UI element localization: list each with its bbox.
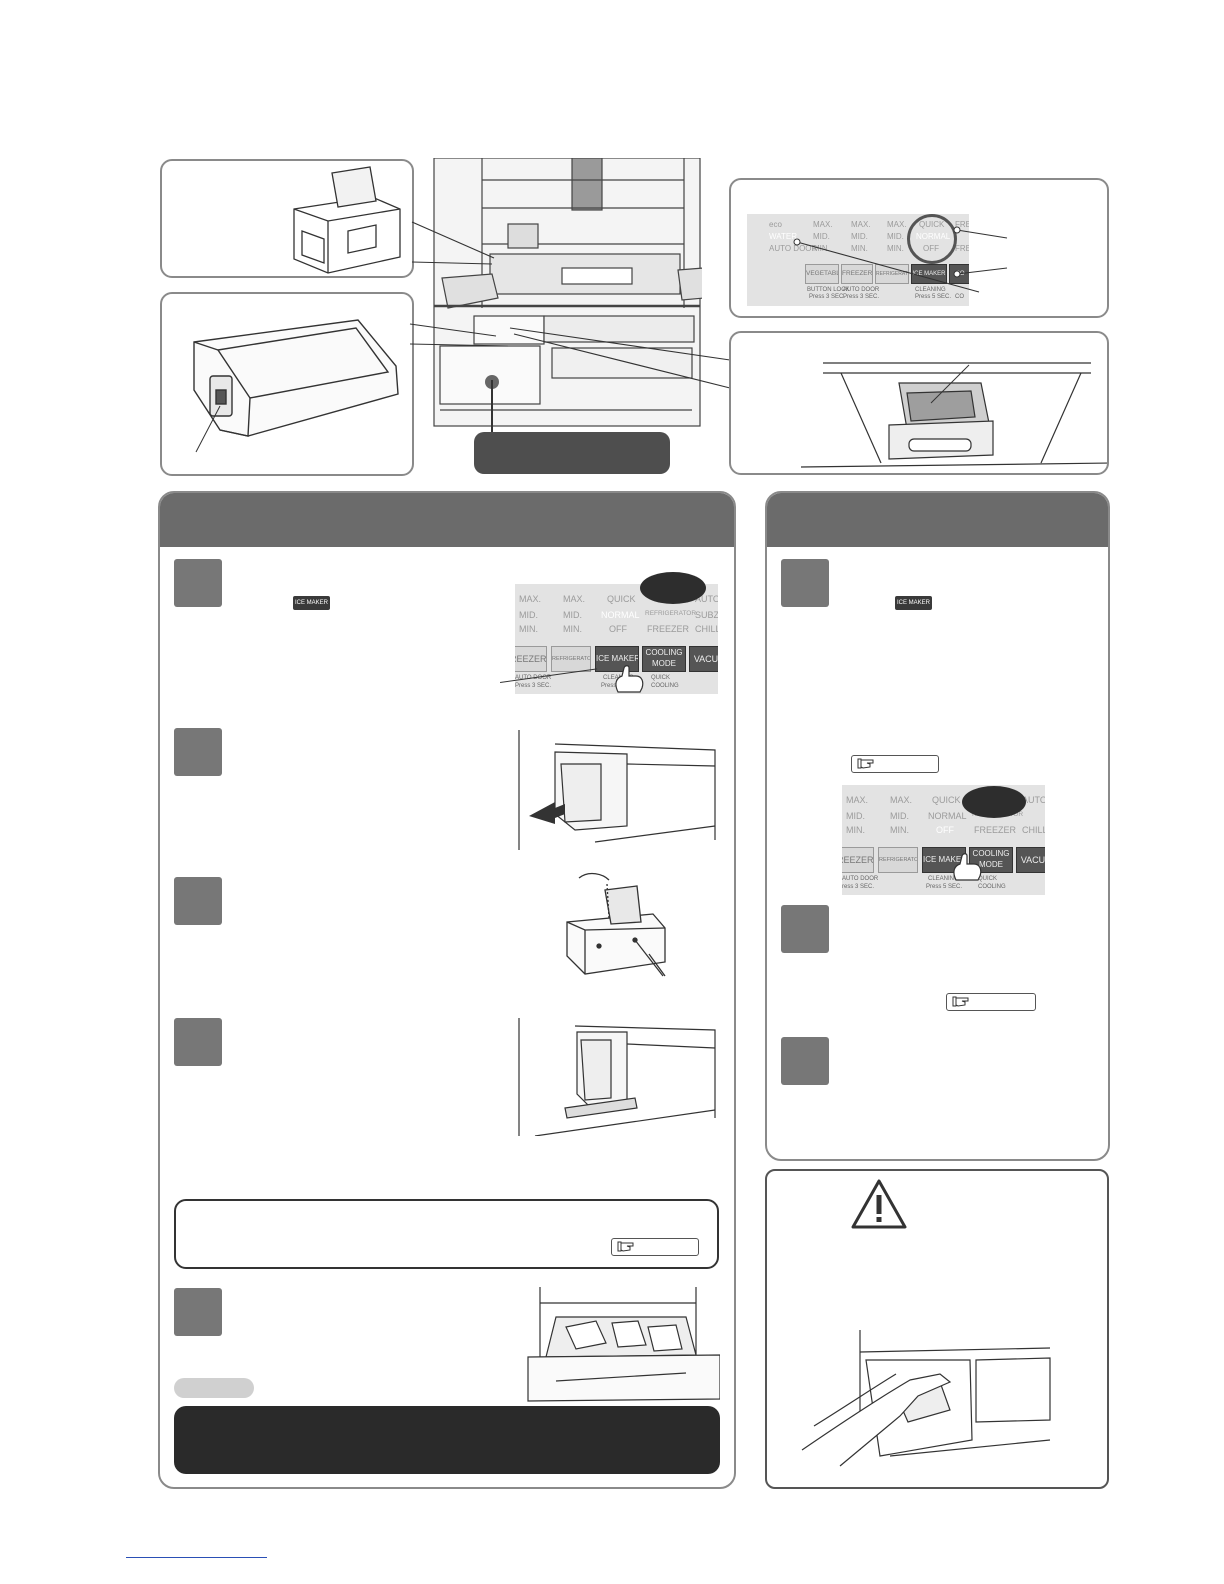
refrigerator-button[interactable]: REFRIGERATOR [551, 646, 591, 672]
water-tank-illustration [293, 166, 401, 274]
vegetable-button[interactable]: VEGETABLE [805, 264, 839, 284]
stop-step-1-marker [781, 559, 829, 607]
cooling-mode-button[interactable]: COOLING MODE [642, 646, 686, 672]
step-1-marker [174, 559, 222, 607]
vacuum-button[interactable]: VACU [1016, 847, 1045, 873]
stop-step-2-marker [781, 905, 829, 953]
ice-maker-button[interactable]: ICE MAKER [595, 646, 639, 672]
hand-in-ice-box-illustration [801, 1330, 1051, 1467]
stop-header-bar [767, 493, 1108, 547]
ice-box-drawer-illustration [800, 362, 1107, 468]
pointing-hand-icon [617, 1241, 634, 1252]
page-reference-box [611, 1238, 699, 1256]
refrigerator-interior-illustration [433, 158, 702, 427]
pointing-hand-icon [857, 758, 874, 769]
stop-speech-bubble [962, 786, 1026, 818]
mode-indicator-ring [907, 214, 957, 264]
procedure-header-bar [160, 493, 734, 547]
step-4-marker [174, 1018, 222, 1066]
note-box [174, 1199, 719, 1269]
ice-box-label-badge [474, 432, 670, 474]
footer-link-underline [126, 1557, 267, 1558]
ice-box-pointer-line [491, 380, 493, 432]
control-panel-callout: eco MAX. MAX. MAX. QUICK WATER MID. MID.… [729, 178, 1109, 318]
important-notice-bar [174, 1406, 720, 1474]
fill-water-tank-illustration [566, 872, 666, 977]
ice-tray-callout [160, 292, 414, 476]
freezer-button[interactable]: REEZER [515, 646, 547, 672]
cooling-mode-button[interactable]: COOLING MODE [969, 847, 1013, 873]
freezer-button[interactable]: FREEZER [841, 264, 873, 284]
page-reference-box [946, 993, 1036, 1011]
step1-speech-bubble [640, 572, 706, 604]
step-5-marker [174, 1288, 222, 1336]
warning-triangle-icon [851, 1179, 907, 1229]
pressing-hand-icon [615, 665, 644, 693]
remove-water-tank-illustration [518, 730, 716, 850]
control-panel-leaders [793, 226, 1008, 293]
pointing-hand-icon [952, 996, 969, 1007]
page-reference-box [851, 755, 939, 773]
ice-maker-button-icon: ICE MAKER [293, 596, 331, 610]
refrigerator-button[interactable]: REFRIGERATOR [878, 847, 918, 873]
pressing-hand-icon [953, 853, 982, 881]
ice-maker-button[interactable]: ICE MAKER [922, 847, 966, 873]
ice-box-full-illustration [527, 1287, 720, 1402]
refrigerator-button[interactable]: REFRIGERATOR [875, 264, 909, 284]
freezer-button[interactable]: REEZER [842, 847, 874, 873]
stop-step-3-marker [781, 1037, 829, 1085]
insert-water-tank-illustration [518, 1018, 716, 1136]
vacuum-button[interactable]: VACU [689, 646, 718, 672]
callout-leader-lines [409, 221, 731, 389]
ice-box-drawer-callout [729, 331, 1109, 475]
ice-maker-button[interactable]: ICE MAKER [911, 264, 947, 284]
ice-maker-button-icon: ICE MAKER [895, 596, 933, 610]
tip-label-pill [174, 1378, 254, 1398]
step-3-marker [174, 877, 222, 925]
ice-tray-illustration [193, 319, 399, 453]
step-2-marker [174, 728, 222, 776]
water-tank-callout [160, 159, 414, 278]
